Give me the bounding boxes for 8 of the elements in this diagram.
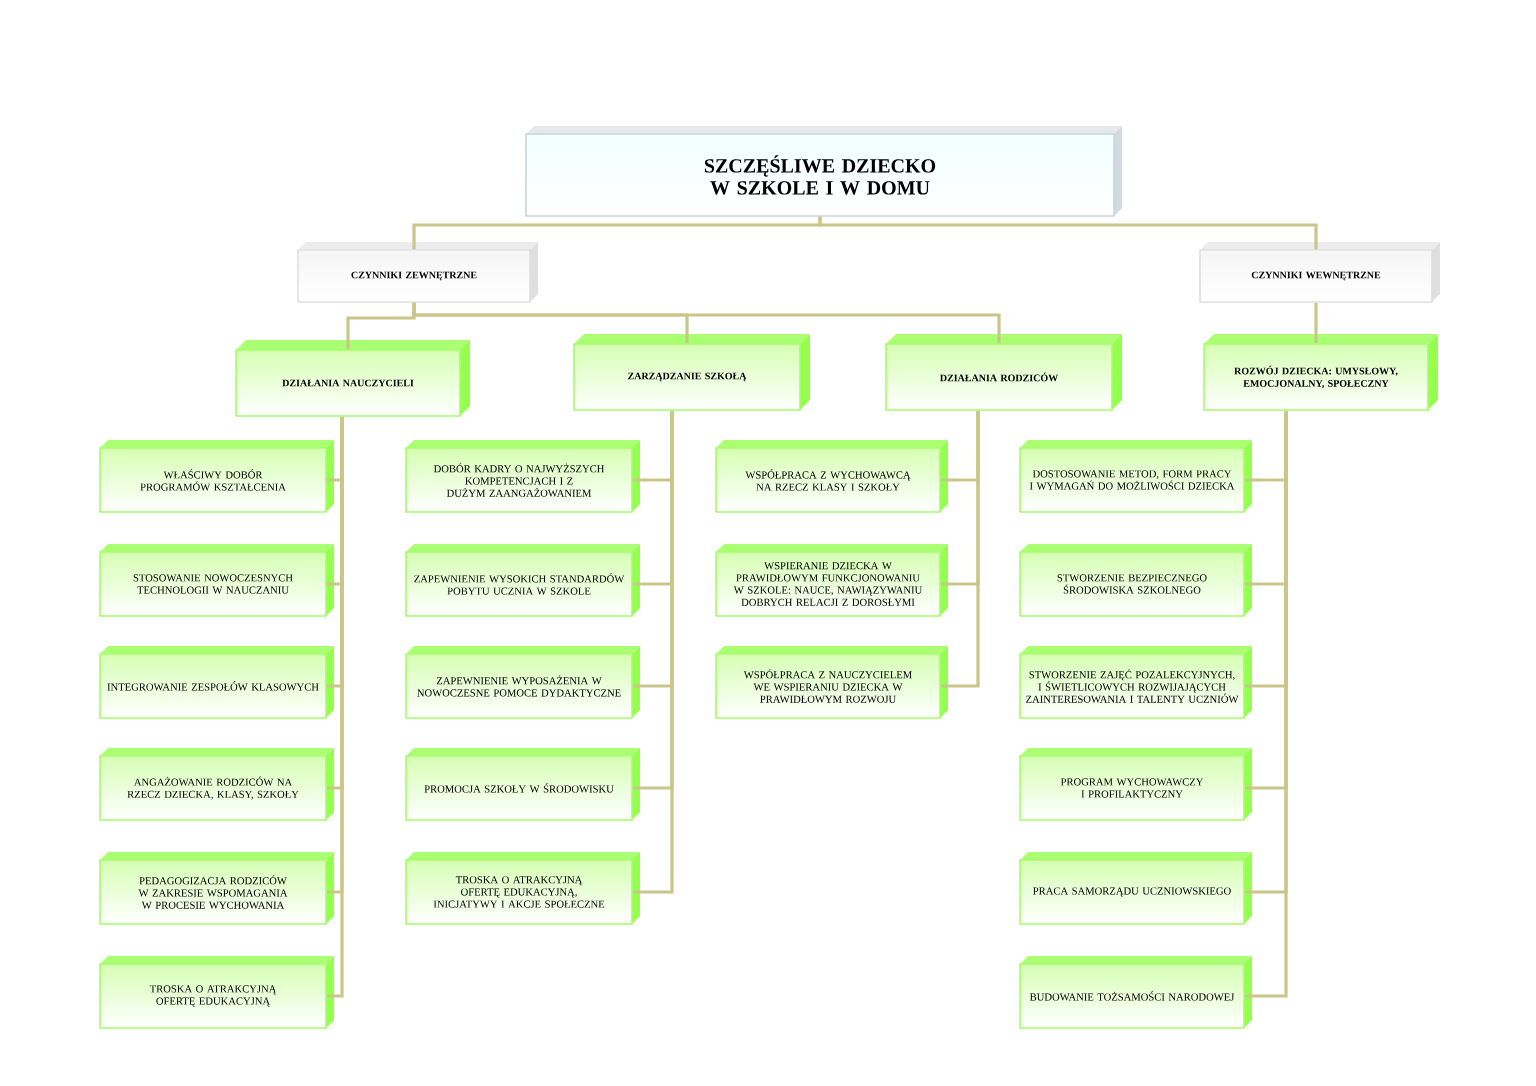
connector-line [632,411,674,894]
connector-line [1314,302,1318,344]
connector-line [326,417,344,998]
title-box: SZCZĘŚLIWE DZIECKO W SZKOLE I W DOMU [525,126,1122,217]
connector-line [940,411,980,688]
connector-line [818,216,1318,250]
connector-line [1244,411,1288,998]
connector-line [412,302,1001,344]
